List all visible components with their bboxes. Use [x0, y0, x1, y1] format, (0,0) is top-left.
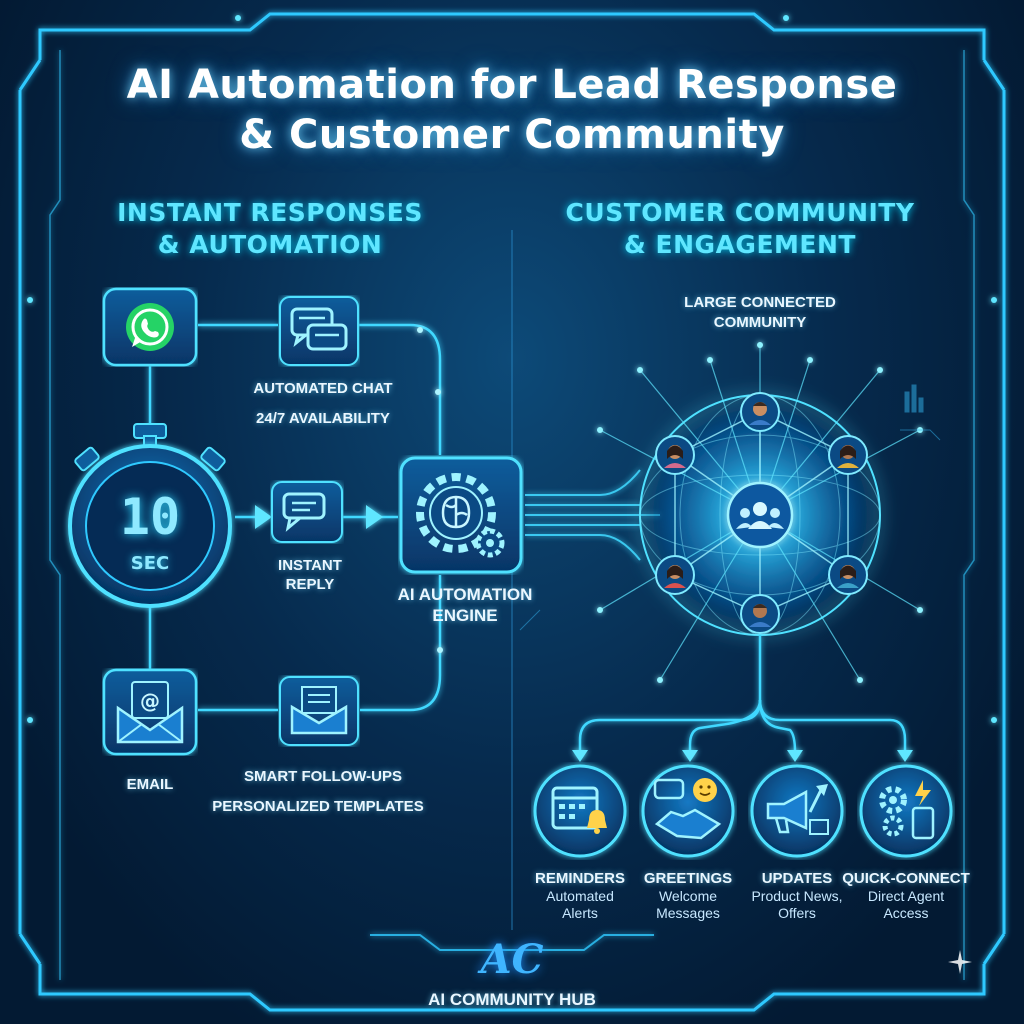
- flow-arrows: [255, 505, 383, 529]
- timer-unit: SEC: [130, 553, 170, 574]
- avatar: [828, 435, 868, 475]
- timer-value: 10: [119, 488, 181, 546]
- left-heading-line-1: INSTANT RESPONSES: [117, 198, 423, 227]
- page-title-line-1: AI Automation for Lead Response: [126, 62, 898, 108]
- people-group-icon: [726, 481, 794, 549]
- envelope-template-icon: [279, 676, 359, 746]
- outer-frame: [18, 12, 1006, 1012]
- feature-sub-quick-connect-1: Direct Agent: [867, 888, 945, 904]
- stopwatch-icon: [68, 423, 232, 608]
- branch-arrows: [572, 750, 913, 762]
- engine-beams: [525, 469, 660, 561]
- feature-sub-quick-connect-2: Access: [883, 905, 929, 921]
- left-heading-line-2: & AUTOMATION: [157, 230, 383, 259]
- reply-bubble-icon: [271, 481, 343, 543]
- feature-sub-updates-2: Offers: [778, 905, 816, 921]
- feature-sub-reminders-2: Alerts: [562, 905, 598, 921]
- avatar: [655, 555, 695, 595]
- feature-sub-reminders-1: Automated: [546, 888, 614, 904]
- feature-branches: [578, 635, 907, 753]
- feature-title-reminders: REMINDERS: [534, 870, 625, 887]
- svg-text:@: @: [140, 689, 160, 713]
- community-label-1: LARGE CONNECTED: [684, 294, 836, 311]
- avatar: [740, 594, 780, 634]
- feature-title-updates: UPDATES: [761, 870, 833, 887]
- gear-phone-icon: [859, 764, 953, 858]
- brand-name: AI COMMUNITY HUB: [428, 990, 596, 1009]
- feature-sub-greetings-2: Messages: [656, 905, 720, 921]
- whatsapp-icon: [102, 287, 198, 367]
- instant-reply-label-2: REPLY: [285, 576, 335, 593]
- avatar: [740, 392, 780, 432]
- email-icon: @: [102, 668, 198, 756]
- smart-followups-label: SMART FOLLOW-UPS: [243, 768, 402, 785]
- right-heading-line-1: CUSTOMER COMMUNITY: [565, 198, 915, 227]
- avatar: [655, 435, 695, 475]
- megaphone-icon: [750, 764, 844, 858]
- feature-title-greetings: GREETINGS: [643, 870, 733, 887]
- sparkle-icon: [948, 950, 972, 974]
- avatar: [828, 555, 868, 595]
- automated-chat-label: AUTOMATED CHAT: [253, 380, 393, 397]
- page-title-line-2: & Customer Community: [239, 112, 785, 158]
- member-avatars: [655, 392, 868, 634]
- chat-bubbles-icon: [279, 296, 359, 366]
- brand-logo: AC: [480, 936, 544, 983]
- circuit-decor: [519, 384, 941, 631]
- feature-title-quick-connect: QUICK-CONNECT: [842, 870, 970, 887]
- handshake-chat-icon: [641, 764, 735, 858]
- calendar-bell-icon: [533, 764, 627, 858]
- feature-sub-greetings-1: Welcome: [658, 888, 718, 904]
- engine-label-2: ENGINE: [432, 606, 498, 625]
- frame-dots: [27, 15, 997, 723]
- engine-label-1: AI AUTOMATION: [397, 585, 533, 604]
- feature-sub-updates-1: Product News,: [751, 888, 843, 904]
- brain-gear-icon: [399, 456, 523, 574]
- availability-label: 24/7 AVAILABILITY: [256, 410, 390, 427]
- network-dots: [597, 342, 923, 683]
- community-label-2: COMMUNITY: [713, 314, 807, 331]
- instant-reply-label-1: INSTANT: [278, 557, 342, 574]
- personalized-templates-label: PERSONALIZED TEMPLATES: [212, 798, 424, 815]
- email-label: EMAIL: [126, 776, 174, 793]
- right-heading-line-2: & ENGAGEMENT: [624, 230, 856, 259]
